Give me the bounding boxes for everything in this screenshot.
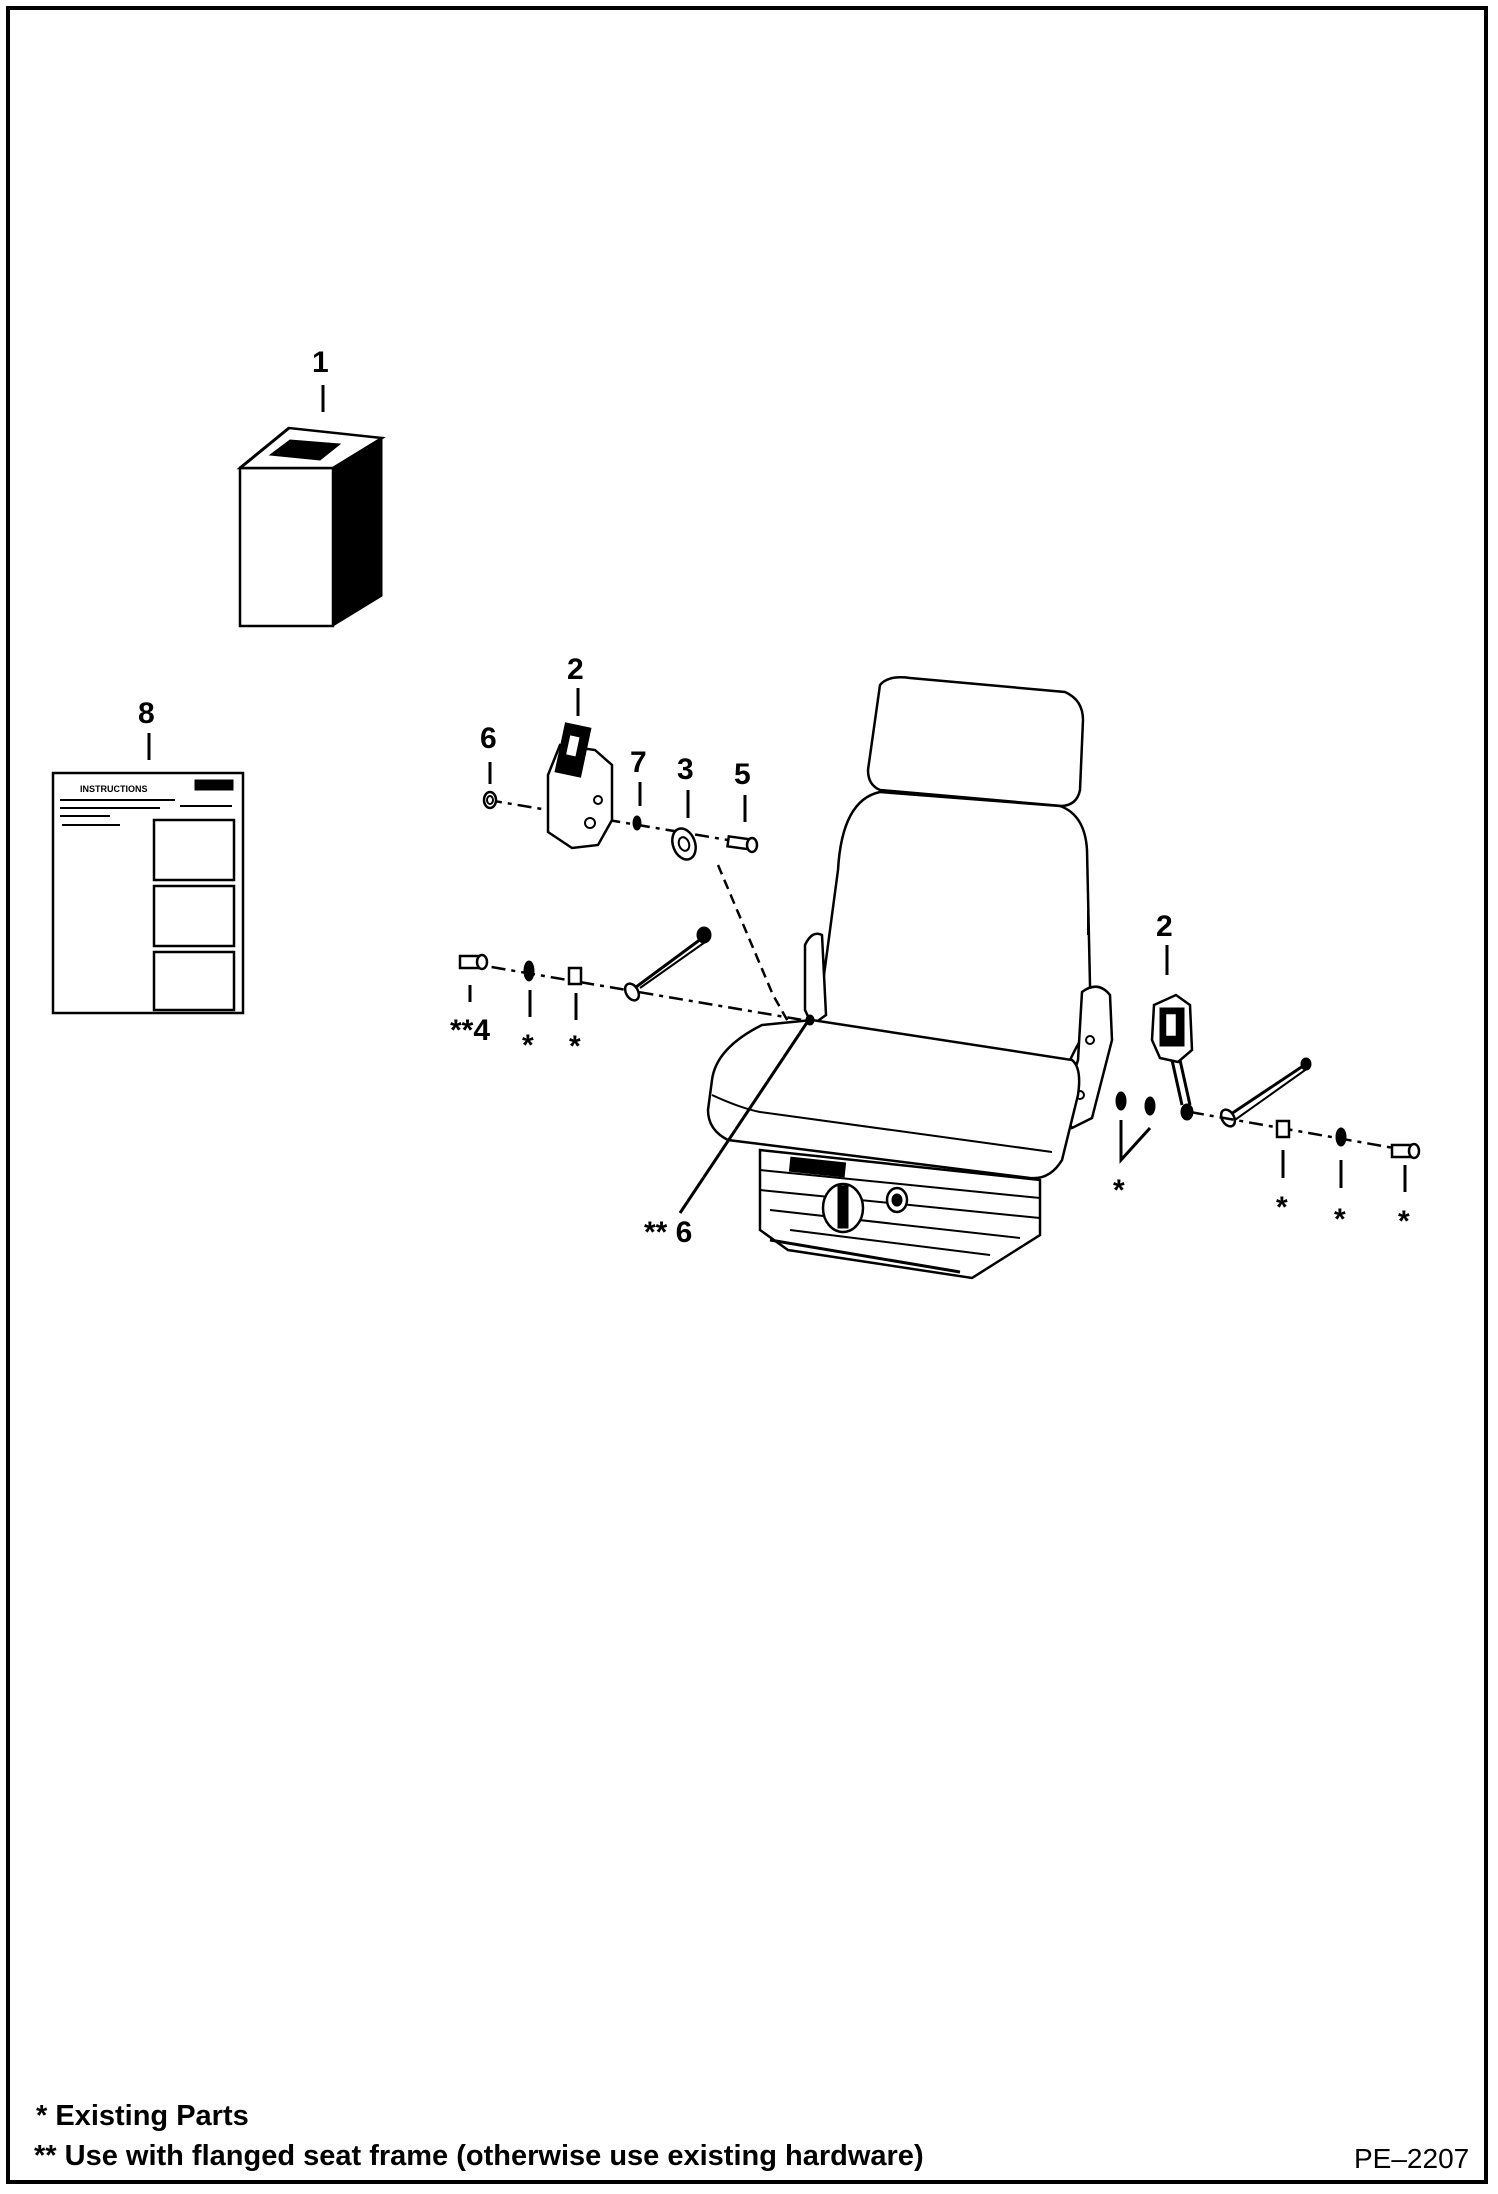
callout-2-right: 2 [1156, 910, 1173, 943]
part-5-bolt [726, 834, 759, 854]
callout-5: 5 [734, 758, 751, 791]
callout-7: 7 [630, 746, 647, 779]
callout-star-1: * [522, 1029, 534, 1062]
existing-washer-left [523, 960, 535, 982]
callout-star-2: * [569, 1030, 581, 1063]
part-6-nut-left [482, 790, 498, 810]
instructions-sheet-title: INSTRUCTIONS [80, 784, 148, 794]
part-8-instructions-sheet: INSTRUCTIONS [51, 771, 245, 1015]
part-6-nut-seat [805, 1014, 815, 1026]
existing-bolt-right [1390, 1142, 1421, 1160]
seat-belt-strap-right [1219, 1057, 1312, 1128]
part-7-lock-washer [632, 815, 642, 831]
leader-star-right-washers [1119, 1120, 1152, 1164]
callout-4: **4 [450, 1014, 490, 1047]
page-border [6, 6, 1488, 2184]
part-1-package-box [236, 426, 386, 628]
callout-3: 3 [677, 753, 694, 786]
existing-washer-right-b [1144, 1096, 1156, 1116]
part-2-buckle-right [1150, 993, 1194, 1121]
part-3-spacer [671, 827, 697, 861]
operator-seat [706, 676, 1114, 1280]
callout-1: 1 [312, 346, 329, 379]
callout-star-3: * [1113, 1174, 1125, 1207]
existing-washer-right-c [1335, 1127, 1347, 1147]
left-upper-axis [487, 798, 741, 844]
seat-belt-strap-left [623, 926, 712, 1002]
legend-existing-parts: * Existing Parts [36, 2100, 249, 2132]
callout-star-6: * [1398, 1205, 1410, 1238]
callout-6-upper: 6 [480, 722, 497, 755]
callout-8: 8 [138, 697, 155, 730]
existing-nut-left [567, 966, 583, 986]
left-to-seat-link [716, 864, 792, 1026]
leader-6-lower [678, 1017, 812, 1214]
existing-washer-right-a [1115, 1091, 1127, 1111]
right-axis [1189, 1110, 1406, 1152]
part-4-bolt [458, 953, 489, 971]
existing-nut-right [1275, 1119, 1291, 1139]
legend-flanged-seat-frame: ** Use with flanged seat frame (otherwis… [34, 2140, 924, 2172]
callout-star-5: * [1334, 1203, 1346, 1236]
callout-6-lower: ** 6 [644, 1216, 692, 1249]
figure-code: PE–2207 [1354, 2143, 1470, 2174]
callout-star-4: * [1276, 1191, 1288, 1224]
callout-2-left: 2 [567, 653, 584, 686]
part-2-buckle-left [546, 722, 614, 850]
